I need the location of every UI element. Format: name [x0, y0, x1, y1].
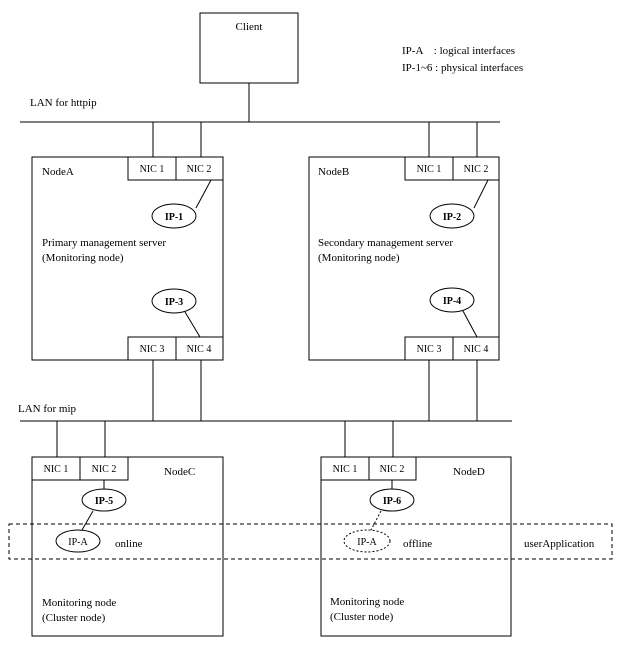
nodeB-name: NodeB	[318, 166, 349, 178]
lan-mip-label: LAN for mip	[18, 403, 77, 415]
nodeB-role-sub: (Monitoring node)	[318, 252, 400, 264]
nodeC-name: NodeC	[164, 466, 195, 478]
nodeA-ip1-ellipse	[151, 203, 197, 229]
user-application-label: userApplication	[524, 538, 595, 550]
nodeB-ip2-ellipse	[429, 203, 475, 229]
nodeA-role: Primary management server	[42, 237, 166, 249]
nodeD-ip6-ellipse	[369, 488, 415, 512]
nodeA-nic4-label: NIC 4	[187, 344, 212, 355]
nodeB-nic1-label: NIC 1	[417, 164, 442, 175]
nodeB-nic3-label: NIC 3	[417, 344, 442, 355]
nodeB-ip4-link	[462, 310, 478, 338]
nodeD-ipA-link	[370, 510, 382, 531]
nodeA-role-sub: (Monitoring node)	[42, 252, 124, 264]
nodeB-nic2-label: NIC 2	[464, 164, 489, 175]
user-application-region	[8, 523, 613, 560]
nodeB-ip2-link	[473, 179, 489, 209]
nodeD-ipA-label: IP-A	[357, 537, 377, 548]
nodeA-ip3-link	[184, 311, 201, 338]
nodeB-ip4-ellipse	[429, 287, 475, 313]
nodeB-role: Secondary management server	[318, 237, 453, 249]
nodeC-role-sub: (Cluster node)	[42, 612, 106, 624]
nodeD-role-sub: (Cluster node)	[330, 611, 394, 623]
nodeC-nic1-label: NIC 1	[44, 464, 69, 475]
nodeA-nic1-label: NIC 1	[140, 164, 165, 175]
nodeB-ip4-label: IP-4	[443, 296, 461, 307]
nodeC-ipA-link	[81, 510, 94, 531]
client-label: Client	[236, 21, 263, 33]
nodeC-ipA-label: IP-A	[68, 537, 88, 548]
nodeC-nic2-label: NIC 2	[92, 464, 117, 475]
nodeA-nic2-box	[175, 156, 224, 181]
nodeD-nic1-label: NIC 1	[333, 464, 358, 475]
nodeC-role: Monitoring node	[42, 597, 116, 609]
nodeB-nic4-box	[452, 336, 500, 361]
nodeA-ip1-label: IP-1	[165, 212, 183, 223]
nodeA-ip3-label: IP-3	[165, 297, 183, 308]
nodeC-ip5-ellipse	[81, 488, 127, 512]
nodeA-name: NodeA	[42, 166, 74, 178]
legend-logical: IP-A : logical interfaces	[402, 45, 515, 57]
nodeD-nic2-label: NIC 2	[380, 464, 405, 475]
legend-physical: IP-1~6 : physical interfaces	[402, 62, 523, 74]
nodeA-ip1-link	[195, 179, 212, 209]
nodeC-state: online	[115, 538, 143, 550]
nodeB-nic2-box	[452, 156, 500, 181]
lan-httpip-label: LAN for httpip	[30, 97, 97, 109]
nodeA-ip3-ellipse	[151, 288, 197, 314]
nodeD-name: NodeD	[453, 466, 485, 478]
nodeD-ip6-label: IP-6	[383, 496, 401, 507]
nodeA-nic2-label: NIC 2	[187, 164, 212, 175]
nodeC-ip5-label: IP-5	[95, 496, 113, 507]
nodeC-ipA-ellipse	[55, 529, 101, 553]
nodeB-ip2-label: IP-2	[443, 212, 461, 223]
nodeB-box	[308, 156, 500, 361]
nodeD-role: Monitoring node	[330, 596, 404, 608]
nodeD-ipA-ellipse	[343, 529, 391, 553]
nodeB-nic4-label: NIC 4	[464, 344, 489, 355]
nodeD-state: offline	[403, 538, 432, 550]
nodeA-nic3-label: NIC 3	[140, 344, 165, 355]
